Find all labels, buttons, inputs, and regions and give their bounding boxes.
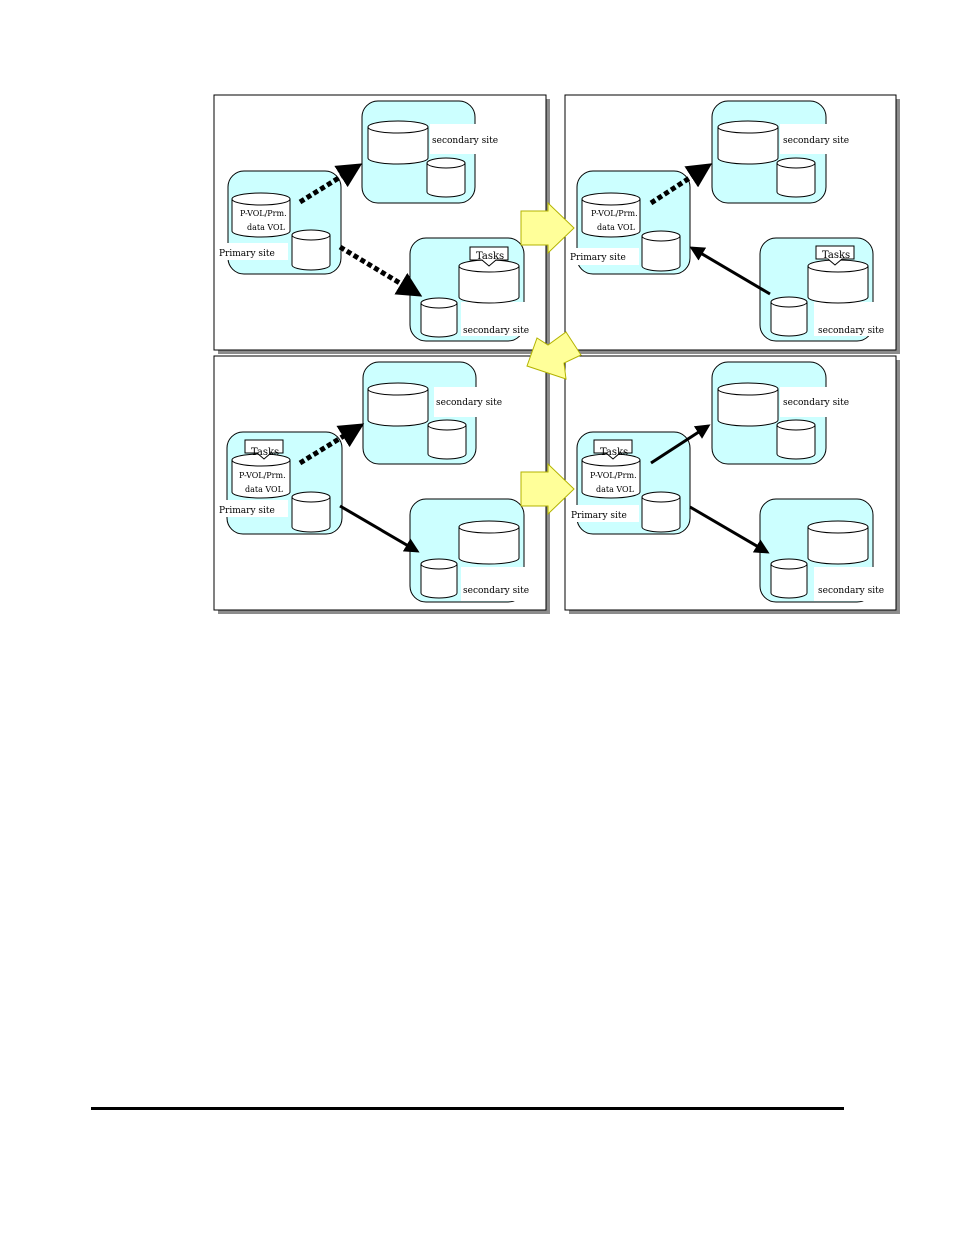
primary-site: P-VOL/Prm. data VOL Tasks Primary site: [216, 431, 343, 535]
volume-label-line1: P-VOL/Prm.: [239, 471, 286, 480]
secondary-site-lower: secondary site: [759, 498, 894, 603]
tasks-label: Tasks: [251, 447, 279, 458]
volume-label-line1: P-VOL/Prm.: [591, 209, 638, 218]
primary-site-label: Primary site: [219, 506, 275, 516]
database-icon: [776, 419, 816, 460]
database-icon: [717, 120, 779, 165]
database-icon: [776, 157, 816, 198]
secondary-site-lower: Tasks secondary site: [409, 237, 543, 342]
database-icon: [291, 229, 331, 271]
step-arrow-down-left: [526, 331, 582, 380]
database-icon: [291, 491, 331, 533]
primary-site-label: Primary site: [570, 253, 626, 263]
secondary-site-label: secondary site: [818, 326, 884, 336]
volume-label-line2: data VOL: [247, 223, 286, 232]
solid-link-arrow: [339, 504, 420, 553]
database-icon: [770, 558, 808, 599]
volume-label-line2: data VOL: [596, 485, 635, 494]
database-icon: [426, 157, 466, 198]
database-icon: [367, 120, 429, 165]
secondary-site-label: secondary site: [818, 586, 884, 596]
volume-label-line2: data VOL: [597, 223, 636, 232]
secondary-site-upper: secondary site: [361, 100, 512, 204]
primary-volume-icon: P-VOL/Prm. data VOL: [231, 192, 291, 238]
dashed-link-arrow: [298, 163, 363, 205]
volume-label-line1: P-VOL/Prm.: [590, 471, 637, 480]
database-icon: [807, 520, 869, 565]
database-icon: [641, 230, 681, 272]
step-arrow-right: [520, 201, 575, 255]
secondary-site-upper: secondary site: [711, 361, 862, 465]
panel-1: secondary site Tasks secondary site: [213, 94, 550, 354]
database-icon: [458, 520, 520, 565]
solid-link-arrow: [689, 246, 771, 296]
solid-link-arrow: [650, 424, 711, 465]
panel-3: secondary site secondary site P-VOL/Prm.: [213, 355, 550, 614]
panel-2: secondary site Tasks secondary site: [564, 94, 900, 354]
database-icon: [427, 419, 467, 460]
primary-site-label: Primary site: [219, 249, 275, 259]
database-icon: [770, 296, 808, 337]
secondary-site-lower: Tasks secondary site: [759, 237, 894, 342]
primary-site: P-VOL/Prm. data VOL Tasks Primary site: [567, 431, 691, 535]
dashed-link-arrow: [338, 244, 423, 297]
tasks-icon: Tasks: [244, 439, 284, 460]
secondary-site-upper: secondary site: [711, 100, 862, 204]
primary-site: P-VOL/Prm. data VOL Primary site: [216, 170, 342, 275]
database-icon: [420, 297, 458, 338]
secondary-site-upper: secondary site: [362, 361, 516, 465]
database-icon: [717, 382, 779, 427]
secondary-site-label: secondary site: [432, 136, 498, 146]
primary-volume-icon: P-VOL/Prm. data VOL: [581, 192, 641, 238]
footer-rule: [91, 1107, 844, 1110]
secondary-site-label: secondary site: [463, 326, 529, 336]
tasks-icon: Tasks: [593, 439, 633, 460]
step-arrow-right: [520, 462, 575, 516]
tasks-icon: Tasks: [469, 246, 509, 267]
volume-label-line2: data VOL: [245, 485, 284, 494]
secondary-site-label: secondary site: [463, 586, 529, 596]
database-icon: [641, 491, 681, 533]
primary-site: P-VOL/Prm. data VOL Primary site: [567, 170, 691, 275]
secondary-site-label: secondary site: [436, 398, 502, 408]
volume-label-line1: P-VOL/Prm.: [240, 209, 287, 218]
database-icon: [367, 382, 429, 427]
tasks-label: Tasks: [822, 250, 850, 261]
primary-volume-icon: P-VOL/Prm. data VOL: [231, 453, 291, 499]
primary-volume-icon: P-VOL/Prm. data VOL: [581, 453, 641, 499]
tasks-label: Tasks: [600, 447, 628, 458]
solid-link-arrow: [689, 505, 770, 554]
tasks-icon: Tasks: [815, 245, 855, 266]
dashed-link-arrow: [649, 163, 713, 206]
database-icon: [420, 558, 458, 599]
primary-site-label: Primary site: [571, 511, 627, 521]
tasks-label: Tasks: [476, 251, 504, 262]
secondary-site-lower: secondary site: [409, 498, 543, 603]
database-icon: [807, 259, 869, 304]
dashed-link-arrow: [298, 423, 365, 466]
panel-4: secondary site secondary site P-VOL/Prm.: [564, 355, 900, 614]
secondary-site-label: secondary site: [783, 136, 849, 146]
secondary-site-label: secondary site: [783, 398, 849, 408]
